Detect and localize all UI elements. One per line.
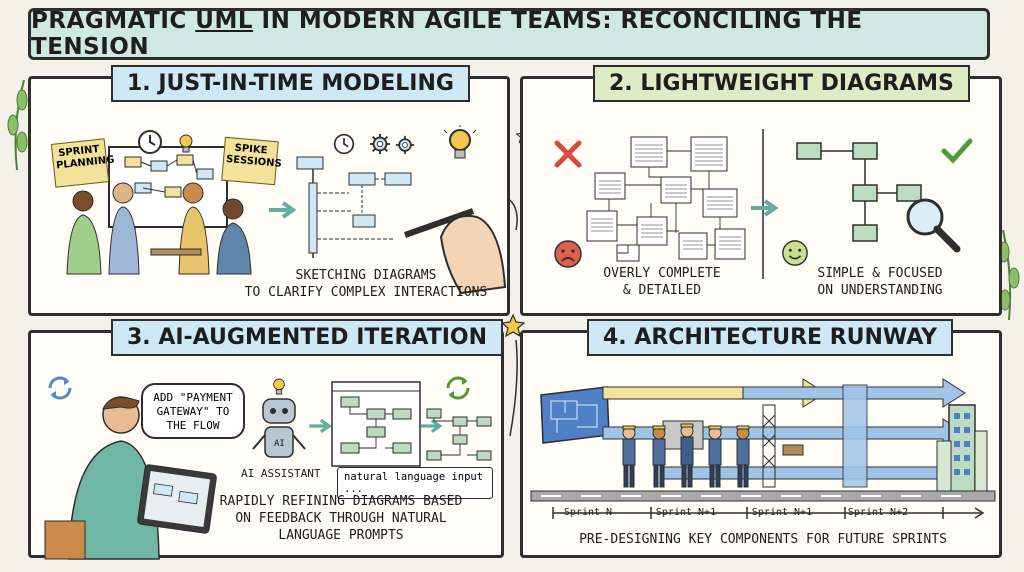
panel-title: 2. LIGHTWEIGHT DIAGRAMS [593,65,970,102]
panel4-caption: PRE-DESIGNING KEY COMPONENTS FOR FUTURE … [579,532,947,547]
blueprint-icon [540,386,610,444]
title-suffix: IN MODERN AGILE TEAMS: RECONCILING THE T… [31,8,863,60]
diagram-window [331,381,421,467]
leaf-icon [7,79,28,171]
flow-connector [509,199,518,437]
sequence-diagram-sketch [296,156,412,258]
divider-line [762,129,764,279]
refresh-icon [446,376,470,400]
robot-icon [252,398,306,458]
arrow-icon [309,418,332,434]
caption-line: SKETCHING DIAGRAMS [295,268,437,283]
frown-face-icon [554,240,582,268]
refresh-icon [48,376,72,400]
sticky-spike-sessions: SPIKE SESSIONS [221,136,282,186]
clock-icon [138,130,162,154]
arrow-icon [269,201,297,219]
arrow-icon [751,199,779,217]
panel-title: 4. ARCHITECTURE RUNWAY [587,319,954,356]
panel2-left-caption: OVERLY COMPLETE & DETAILED [567,265,757,299]
simple-flow-diagram [796,142,922,242]
caption-line: ON UNDERSTANDING [817,283,943,298]
complex-class-diagram [586,136,746,262]
panel-just-in-time-modeling: 1. JUST-IN-TIME MODELING SPRINT PLANNING… [28,65,511,316]
cross-icon [554,140,582,168]
caption-line: TO CLARIFY COMPLEX INTERACTIONS [244,285,488,300]
star-icon [500,313,526,338]
panel-lightweight-diagrams: 2. LIGHTWEIGHT DIAGRAMS OVERLY COMPLETE [520,65,1002,316]
lightbulb-icon [273,378,285,395]
panel-ai-augmented-iteration: 3. AI-AUGMENTED ITERATION ADD "PAYMENT G… [28,319,504,560]
panel3-caption: RAPIDLY REFINING DIAGRAMS BASED ON FEEDB… [181,493,501,544]
panel-title: 3. AI-AUGMENTED ITERATION [111,319,504,356]
caption-line: & DETAILED [622,283,702,298]
caption-line: LANGUAGE PROMPTS [278,528,404,543]
title-banner: PRAGMATIC UML IN MODERN AGILE TEAMS: REC… [28,8,990,60]
refined-diagram [426,408,492,461]
lightbulb-icon [443,125,477,159]
workers-illustration [622,423,750,488]
title-prefix: PRAGMATIC [31,8,196,34]
clock-icon [333,133,355,155]
arrow-icon [420,419,443,433]
speech-bubble: ADD "PAYMENT GATEWAY" TO THE FLOW [141,383,245,439]
sprint-label: Sprint N [563,507,613,518]
caption-line: SIMPLE & FOCUSED [817,266,943,281]
sprint-label: Sprint N+1 [751,507,813,518]
sprint-label: Sprint N+1 [655,507,717,518]
panel-architecture-runway: 4. ARCHITECTURE RUNWAY [520,319,1002,558]
caption-line: OVERLY COMPLETE [603,266,721,281]
hand-with-pen-illustration [404,208,507,295]
lightbulb-icon [179,134,193,153]
team-illustration [66,182,252,275]
title-underlined: UML [195,8,254,34]
ai-assistant-label: AI ASSISTANT [241,467,321,480]
sticky-sprint-planning: SPRINT PLANNING [50,138,115,188]
smile-face-icon [782,240,808,266]
gear-icon [395,135,415,155]
robot-badge: AI [274,439,285,449]
magnifier-icon [906,198,961,253]
road-timeline [530,490,996,519]
gear-icon [369,133,391,155]
check-icon [941,138,973,164]
page-title: PRAGMATIC UML IN MODERN AGILE TEAMS: REC… [31,8,987,60]
panel-title: 1. JUST-IN-TIME MODELING [111,65,470,102]
panel1-caption: SKETCHING DIAGRAMS TO CLARIFY COMPLEX IN… [221,267,511,301]
panel2-right-caption: SIMPLE & FOCUSED ON UNDERSTANDING [785,265,975,299]
caption-line: ON FEEDBACK THROUGH NATURAL [235,511,447,526]
sprint-label: Sprint N+2 [847,507,909,518]
designer-with-tablet-illustration [44,396,217,560]
natural-language-input[interactable]: natural language input ... [337,467,493,499]
building-icon [936,404,988,496]
caption-line: RAPIDLY REFINING DIAGRAMS BASED [219,494,463,509]
runway-arrows [602,378,966,488]
